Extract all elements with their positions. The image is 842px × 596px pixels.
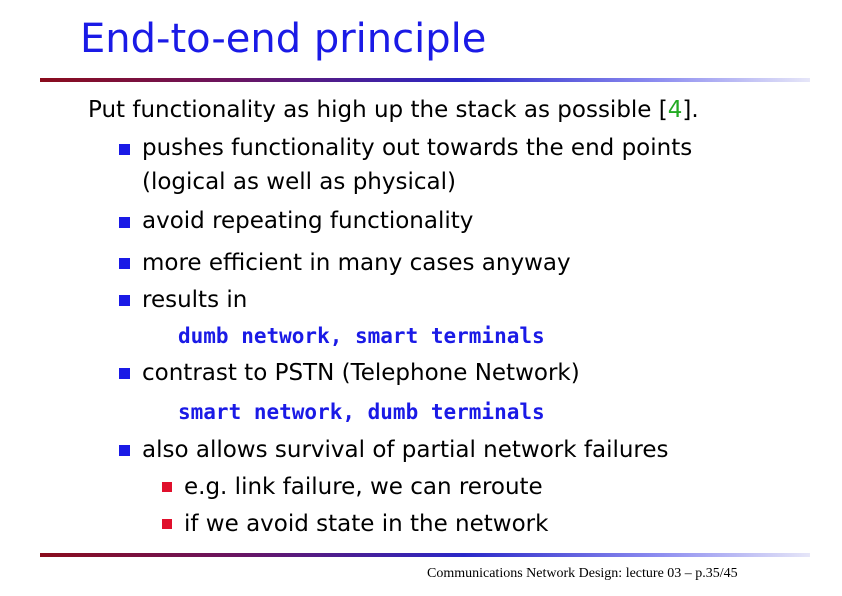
bullet-square-icon bbox=[119, 368, 130, 379]
code-dumb-network: dumb network, smart terminals bbox=[178, 324, 545, 348]
bullet-square-icon bbox=[119, 217, 130, 228]
bullet-item-contrast-pstn: contrast to PSTN (Telephone Network) bbox=[142, 360, 580, 386]
footer-divider bbox=[40, 553, 810, 557]
citation-link[interactable]: 4 bbox=[667, 97, 683, 123]
subbullet-item-avoid-state: if we avoid state in the network bbox=[184, 511, 549, 537]
bullet-item-survival: also allows survival of partial network … bbox=[142, 437, 669, 463]
bullet-item-avoid-repeating: avoid repeating functionality bbox=[142, 208, 474, 234]
lead-text-suffix: ]. bbox=[682, 97, 699, 123]
bullet-item-pushes: pushes functionality out towards the end… bbox=[142, 135, 693, 161]
bullet-square-icon bbox=[119, 144, 130, 155]
title-divider bbox=[40, 78, 810, 82]
subbullet-square-icon bbox=[162, 519, 172, 529]
bullet-item-more-efficient: more efficient in many cases anyway bbox=[142, 250, 571, 276]
bullet-item-pushes-cont: (logical as well as physical) bbox=[142, 169, 456, 195]
lead-text: Put functionality as high up the stack a… bbox=[88, 96, 699, 124]
slide-title: End-to-end principle bbox=[80, 16, 487, 62]
subbullet-square-icon bbox=[162, 482, 172, 492]
bullet-square-icon bbox=[119, 258, 130, 269]
code-smart-network: smart network, dumb terminals bbox=[178, 400, 545, 424]
bullet-square-icon bbox=[119, 295, 130, 306]
footer-text: Communications Network Design: lecture 0… bbox=[427, 566, 738, 581]
bullet-square-icon bbox=[119, 445, 130, 456]
lead-text-main: Put functionality as high up the stack a… bbox=[88, 97, 668, 123]
subbullet-item-reroute: e.g. link failure, we can reroute bbox=[184, 474, 543, 500]
bullet-item-results-in: results in bbox=[142, 287, 248, 313]
